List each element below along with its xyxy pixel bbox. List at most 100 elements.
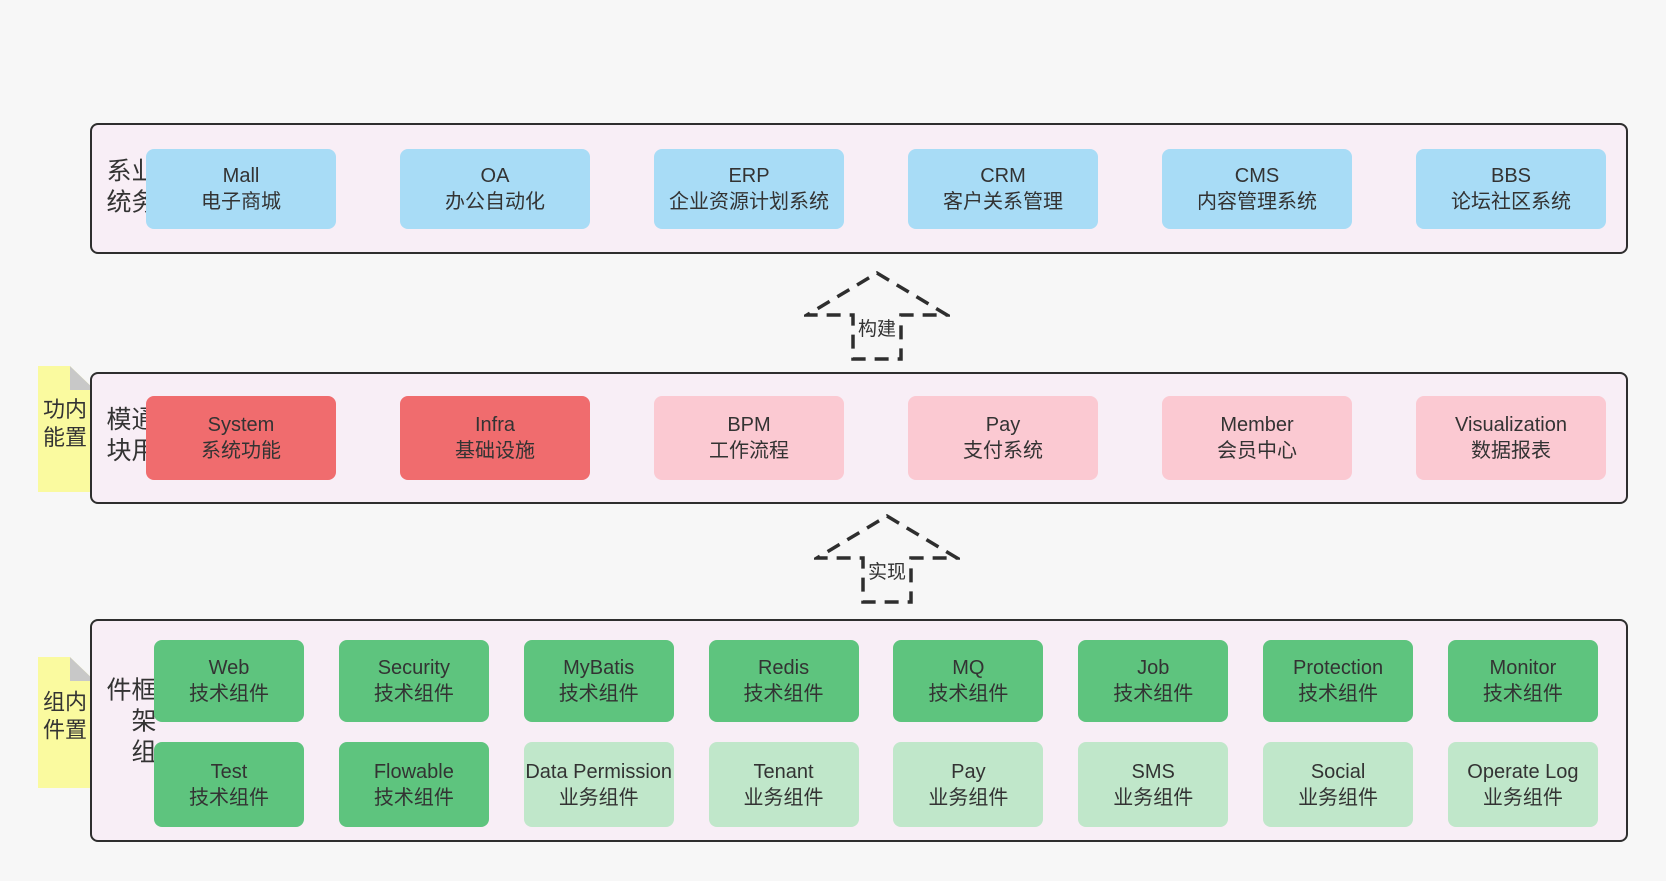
- arrow-label: 实现: [867, 562, 906, 583]
- box-bpm: BPM 工作流程: [654, 396, 844, 480]
- box-subtitle: 基础设施: [455, 440, 535, 462]
- box-protection: Protection 技术组件: [1263, 640, 1414, 722]
- box-title: Protection: [1293, 657, 1384, 679]
- box-pay-system: Pay 支付系统: [908, 396, 1098, 480]
- box-subtitle: 业务组件: [1113, 786, 1194, 809]
- box-oa: OA 办公自动化: [400, 148, 590, 229]
- box-subtitle: 业务组件: [928, 786, 1009, 809]
- box-subtitle: 技术组件: [189, 683, 269, 705]
- box-subtitle: 内容管理系统: [1197, 190, 1317, 213]
- box-title: Pay: [951, 760, 986, 783]
- box-title: Test: [210, 760, 248, 783]
- box-title: Pay: [985, 414, 1021, 436]
- box-subtitle: 技术组件: [928, 683, 1009, 705]
- box-subtitle: 技术组件: [743, 683, 824, 705]
- box-title: OA: [480, 164, 510, 187]
- box-title: Tenant: [753, 760, 814, 783]
- box-title: Data Permission: [525, 760, 673, 783]
- box-subtitle: 客户关系管理: [943, 190, 1063, 213]
- arrow-label: 构建: [857, 319, 896, 340]
- box-subtitle: 办公自动化: [445, 190, 545, 213]
- box-title: BBS: [1490, 164, 1532, 187]
- box-title: Flowable: [373, 760, 454, 783]
- box-subtitle: 论坛社区系统: [1451, 190, 1571, 213]
- box-mall: Mall 电子商城: [146, 148, 336, 229]
- box-pay-component: Pay 业务组件: [893, 742, 1044, 827]
- box-visualization: Visualization 数据报表: [1416, 396, 1606, 480]
- layer-common-modules: 通用模块 System 系统功能 Infra 基础设施 BPM 工作流程 Pay…: [90, 372, 1628, 504]
- layer-business-systems: 业务系统 Mall 电子商城 OA 办公自动化 ERP 企业资源计划系统 CRM…: [90, 123, 1628, 254]
- sticky-note-label: 内置组件: [39, 689, 87, 746]
- box-infra: Infra 基础设施: [400, 396, 590, 480]
- box-social: Social 业务组件: [1263, 742, 1414, 827]
- box-title: System: [207, 414, 275, 436]
- box-subtitle: 企业资源计划系统: [669, 190, 829, 213]
- box-mq: MQ 技术组件: [893, 640, 1044, 722]
- box-subtitle: 电子商城: [201, 190, 281, 213]
- box-title: MyBatis: [563, 657, 635, 679]
- box-subtitle: 业务组件: [743, 786, 824, 809]
- box-subtitle: 支付系统: [963, 440, 1043, 462]
- box-title: Visualization: [1455, 414, 1567, 436]
- box-subtitle: 技术组件: [558, 683, 639, 705]
- box-redis: Redis 技术组件: [708, 640, 859, 722]
- box-mybatis: MyBatis 技术组件: [523, 640, 674, 722]
- box-monitor: Monitor 技术组件: [1447, 640, 1598, 722]
- box-job: Job 技术组件: [1078, 640, 1229, 722]
- box-subtitle: 技术组件: [373, 683, 454, 705]
- box-member: Member 会员中心: [1162, 396, 1352, 480]
- box-bbs: BBS 论坛社区系统: [1416, 148, 1606, 229]
- box-test: Test 技术组件: [154, 742, 304, 827]
- box-title: ERP: [728, 164, 770, 187]
- box-title: Monitor: [1489, 657, 1557, 679]
- box-title: Infra: [474, 414, 516, 436]
- box-subtitle: 业务组件: [558, 786, 639, 809]
- common-modules-row: System 系统功能 Infra 基础设施 BPM 工作流程 Pay 支付系统…: [146, 374, 1606, 502]
- box-system: System 系统功能: [146, 396, 336, 480]
- box-subtitle: 技术组件: [373, 786, 454, 809]
- layer-framework-components: 框架组件 Web 技术组件 Security 技术组件 MyBatis 技术组件…: [90, 619, 1628, 842]
- box-operate-log: Operate Log 业务组件: [1447, 742, 1598, 827]
- box-subtitle: 技术组件: [1298, 683, 1379, 705]
- sticky-note-built-in-features: 内置功能: [38, 366, 95, 492]
- framework-components-row-1: Web 技术组件 Security 技术组件 MyBatis 技术组件 Redi…: [154, 640, 1598, 722]
- box-subtitle: 工作流程: [709, 440, 789, 462]
- box-title: Security: [377, 657, 450, 679]
- box-title: Social: [1310, 760, 1366, 783]
- box-subtitle: 数据报表: [1471, 440, 1551, 462]
- arrow-implement: 实现: [814, 513, 960, 605]
- business-systems-row: Mall 电子商城 OA 办公自动化 ERP 企业资源计划系统 CRM 客户关系…: [146, 125, 1606, 252]
- dashed-up-arrow-icon: [804, 270, 950, 361]
- layer-label-framework-components: 框架组件: [103, 675, 156, 769]
- box-subtitle: 业务组件: [1298, 786, 1379, 809]
- box-title: CMS: [1234, 164, 1280, 187]
- box-sms: SMS 业务组件: [1078, 742, 1229, 827]
- box-subtitle: 技术组件: [1482, 683, 1563, 705]
- box-title: MQ: [952, 657, 985, 679]
- framework-components-row-2: Test 技术组件 Flowable 技术组件 Data Permission …: [154, 742, 1598, 827]
- box-subtitle: 会员中心: [1217, 440, 1297, 462]
- box-title: Operate Log: [1467, 760, 1579, 783]
- sticky-note-built-in-components: 内置组件: [38, 657, 95, 788]
- box-title: BPM: [727, 414, 771, 436]
- sticky-note-label: 内置功能: [39, 397, 87, 454]
- box-erp: ERP 企业资源计划系统: [654, 148, 844, 229]
- box-crm: CRM 客户关系管理: [908, 148, 1098, 229]
- box-web: Web 技术组件: [154, 640, 304, 722]
- box-security: Security 技术组件: [338, 640, 489, 722]
- box-title: Redis: [757, 657, 810, 679]
- box-title: Job: [1137, 657, 1170, 679]
- box-subtitle: 技术组件: [189, 786, 269, 809]
- box-title: Mall: [222, 164, 260, 187]
- dashed-up-arrow-icon: [814, 513, 960, 604]
- box-subtitle: 技术组件: [1113, 683, 1194, 705]
- box-data-permission: Data Permission 业务组件: [523, 742, 674, 827]
- arrow-build: 构建: [804, 270, 950, 362]
- box-flowable: Flowable 技术组件: [338, 742, 489, 827]
- box-title: SMS: [1131, 760, 1175, 783]
- box-title: Web: [208, 657, 250, 679]
- box-title: CRM: [980, 164, 1026, 187]
- box-title: Member: [1220, 414, 1294, 436]
- box-tenant: Tenant 业务组件: [708, 742, 859, 827]
- box-cms: CMS 内容管理系统: [1162, 148, 1352, 229]
